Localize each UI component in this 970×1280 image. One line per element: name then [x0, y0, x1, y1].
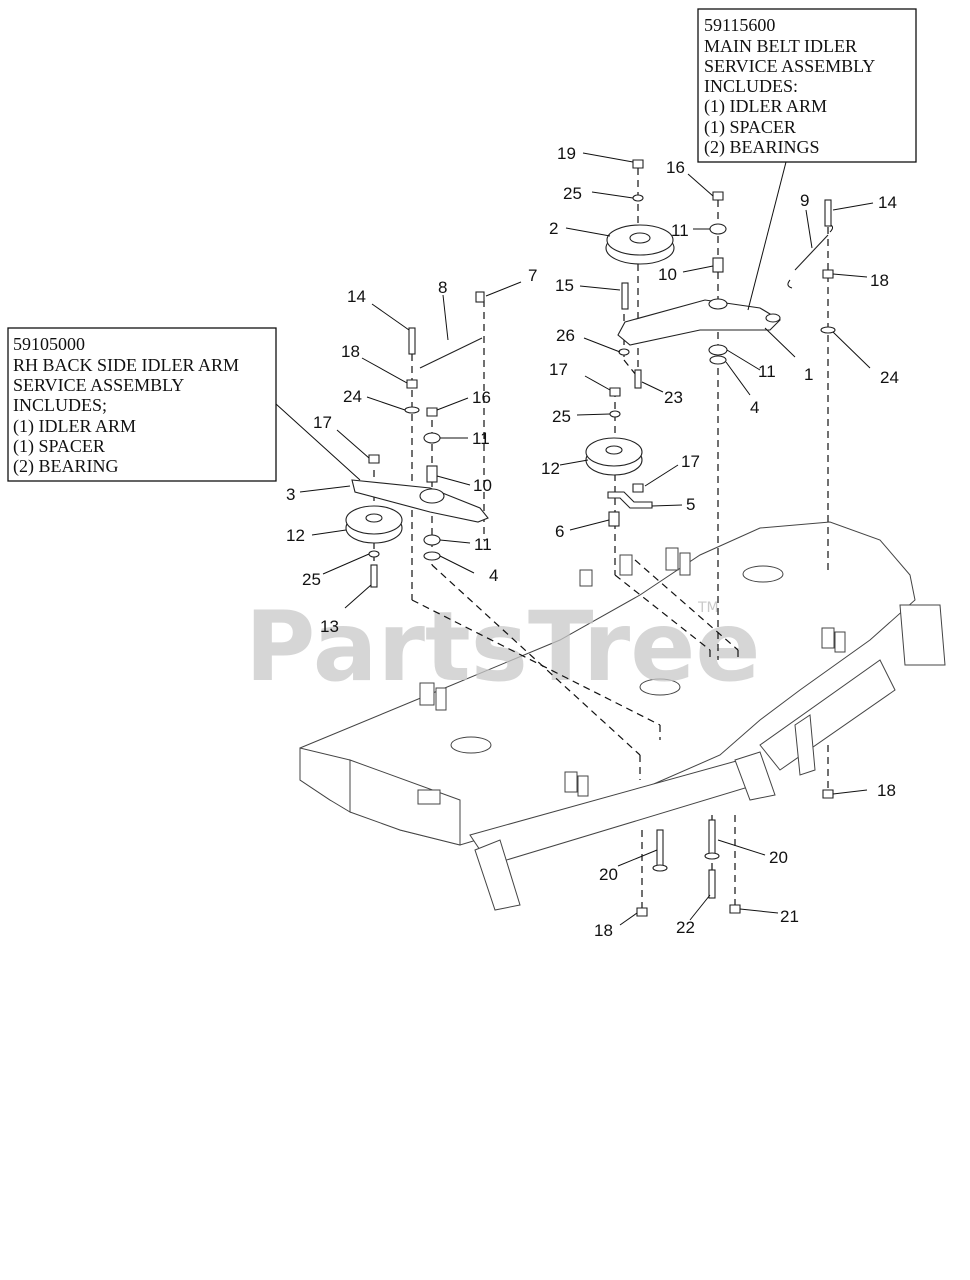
box2-line-0: 59105000: [13, 334, 85, 354]
callout-17c: 17: [313, 413, 332, 432]
callout-13: 13: [320, 617, 339, 636]
callout-12b: 12: [286, 526, 305, 545]
rh-idler-parts: [345, 291, 489, 588]
box-rh-back-side-idler: 59105000 RH BACK SIDE IDLER ARM SERVICE …: [7, 327, 277, 482]
callout-20b: 20: [769, 848, 788, 867]
callout-1: 1: [804, 365, 813, 384]
callout-15: 15: [555, 276, 574, 295]
box1-line-4: (1) IDLER ARM: [704, 96, 827, 117]
callout-17b: 17: [681, 452, 700, 471]
box2-line-1: RH BACK SIDE IDLER ARM: [13, 355, 239, 375]
callout-6: 6: [555, 522, 564, 541]
leader-lines: [275, 152, 874, 926]
box1-line-0: 59115600: [704, 15, 775, 35]
watermark: PartsTree: [245, 591, 760, 703]
box2-line-2: SERVICE ASSEMBLY: [13, 375, 184, 395]
callout-16: 16: [666, 158, 685, 177]
callout-19: 19: [557, 144, 576, 163]
box1-line-3: INCLUDES:: [704, 76, 798, 96]
box1-line-6: (2) BEARINGS: [704, 137, 820, 158]
callout-11b: 11: [758, 362, 776, 381]
callout-20: 20: [599, 865, 618, 884]
callout-2: 2: [549, 219, 558, 238]
callout-10b: 10: [473, 476, 492, 495]
callout-25b: 25: [552, 407, 571, 426]
box-main-belt-idler: 59115600 MAIN BELT IDLER SERVICE ASSEMBL…: [697, 8, 917, 163]
callout-12: 12: [541, 459, 560, 478]
callout-11c: 11: [472, 429, 490, 448]
watermark-tm: TM: [697, 600, 719, 616]
main-idler-parts: [585, 159, 836, 527]
callout-25c: 25: [302, 570, 321, 589]
box2-line-4: (1) IDLER ARM: [13, 416, 136, 437]
callout-11: 11: [671, 221, 689, 240]
box1-line-1: MAIN BELT IDLER: [704, 36, 857, 56]
callout-24b: 24: [343, 387, 362, 406]
underdeck-parts: [636, 789, 834, 917]
callout-18d: 18: [594, 921, 613, 940]
callout-26: 26: [556, 326, 575, 345]
callout-21: 21: [780, 907, 799, 926]
callout-10: 10: [658, 265, 677, 284]
mower-deck: [299, 521, 946, 911]
callout-7: 7: [528, 266, 537, 285]
callout-23: 23: [664, 388, 683, 407]
callout-16b: 16: [472, 388, 491, 407]
callout-18b: 18: [341, 342, 360, 361]
callout-14b: 14: [347, 287, 366, 306]
callout-17: 17: [549, 360, 568, 379]
callout-18c: 18: [877, 781, 896, 800]
callout-5: 5: [686, 495, 695, 514]
callouts: 19 25 16 2 11 10 9 14 18 15 26 1 24 23 4…: [286, 144, 899, 940]
box1-line-5: (1) SPACER: [704, 117, 796, 138]
callout-25: 25: [563, 184, 582, 203]
callout-22: 22: [676, 918, 695, 937]
box2-line-3: INCLUDES;: [13, 395, 107, 415]
box1-line-2: SERVICE ASSEMBLY: [704, 56, 875, 76]
box2-line-6: (2) BEARING: [13, 456, 119, 477]
callout-18: 18: [870, 271, 889, 290]
callout-11d: 11: [474, 535, 492, 554]
callout-24: 24: [880, 368, 899, 387]
callout-3: 3: [286, 485, 295, 504]
callout-4: 4: [750, 398, 759, 417]
callout-14: 14: [878, 193, 897, 212]
callout-8: 8: [438, 278, 447, 297]
callout-4b: 4: [489, 566, 498, 585]
callout-9: 9: [800, 191, 809, 210]
box2-line-5: (1) SPACER: [13, 436, 105, 457]
